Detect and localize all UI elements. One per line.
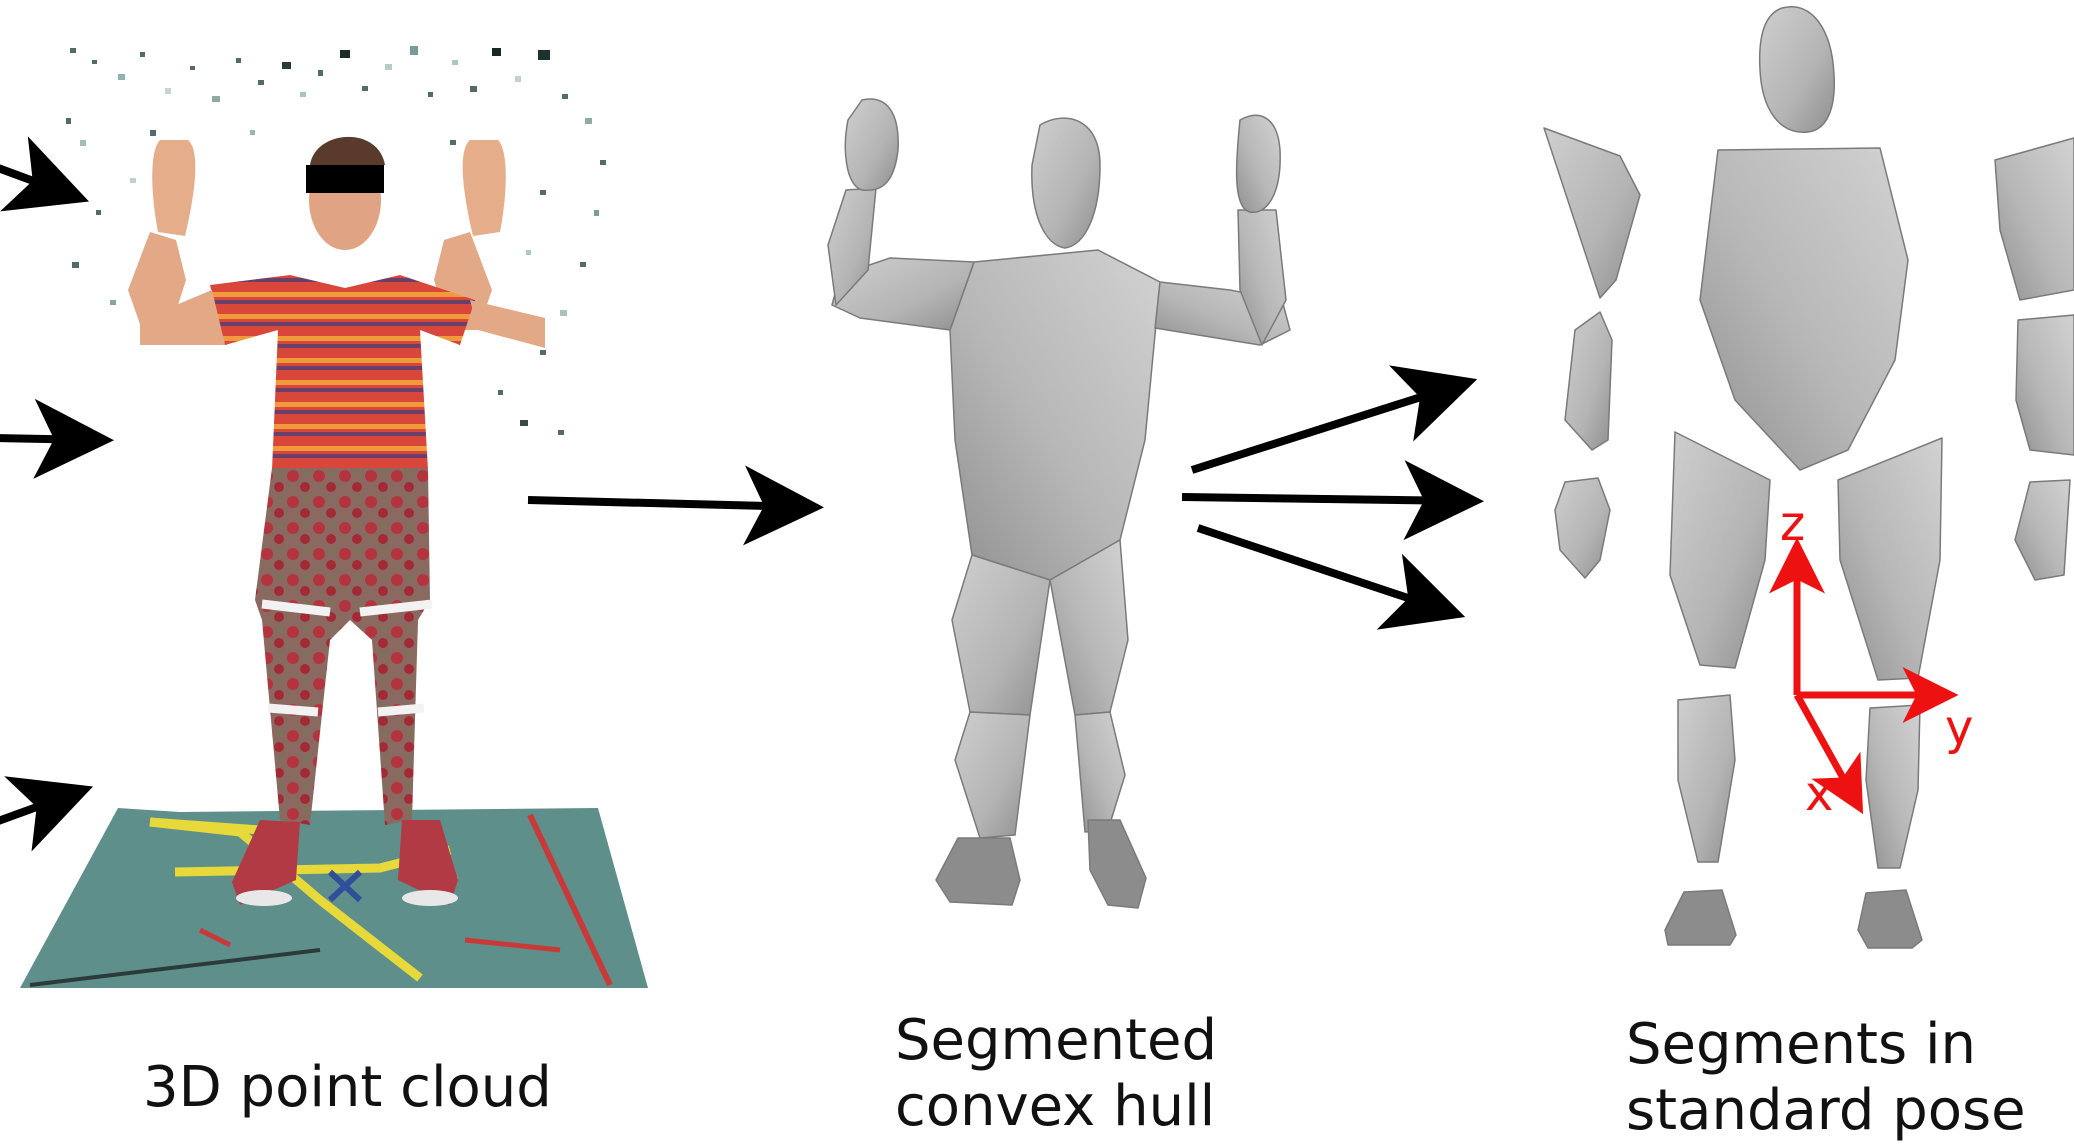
segment-left-forearm — [1564, 311, 1613, 451]
arrow-to-segments-middle — [1181, 460, 1484, 541]
segment-right-hand — [2014, 479, 2071, 581]
segmented-convex-hull-mesh — [827, 98, 1291, 909]
segment-left-upper-arm — [1543, 127, 1641, 299]
caption-segments-line1: Segments in — [1626, 1012, 1977, 1077]
person — [128, 136, 545, 906]
x-axis-label: x — [1805, 766, 1833, 822]
y-axis-label: y — [1945, 700, 1973, 756]
segment-left-hand — [1554, 477, 1611, 579]
segment-head — [1758, 5, 1835, 133]
coordinate-axes: z y x — [1769, 496, 1973, 822]
anonymization-bar — [306, 165, 384, 193]
arrow-to-segments-bottom — [1196, 524, 1466, 630]
caption-hull-line1: Segmented — [895, 1008, 1217, 1073]
x-axis — [1793, 693, 1864, 815]
caption-hull-line2: convex hull — [895, 1074, 1216, 1139]
segment-right-foot — [1857, 889, 1923, 949]
segment-left-foot — [1664, 889, 1737, 946]
segment-right-upper-arm — [1994, 137, 2074, 301]
z-axis-label: z — [1780, 496, 1805, 552]
input-arrow-top — [0, 136, 90, 212]
arrow-to-hull — [527, 465, 824, 546]
segment-right-thigh — [1837, 437, 1943, 681]
segments-standard-pose — [1543, 5, 2074, 949]
arrows-to-segments — [1181, 365, 1484, 630]
input-arrow-middle — [0, 398, 114, 479]
segment-right-shin — [1865, 704, 1921, 869]
segment-right-forearm — [2015, 314, 2074, 456]
segment-left-shin — [1677, 694, 1736, 863]
caption-segments-line2: standard pose — [1626, 1078, 2026, 1143]
input-arrows — [0, 136, 114, 852]
input-arrow-bottom — [0, 776, 94, 852]
arrow-to-segments-top — [1190, 365, 1478, 474]
caption-point-cloud: 3D point cloud — [143, 1055, 552, 1120]
segment-torso — [1699, 147, 1909, 471]
point-cloud-image — [20, 46, 648, 988]
segment-left-thigh — [1669, 431, 1771, 669]
